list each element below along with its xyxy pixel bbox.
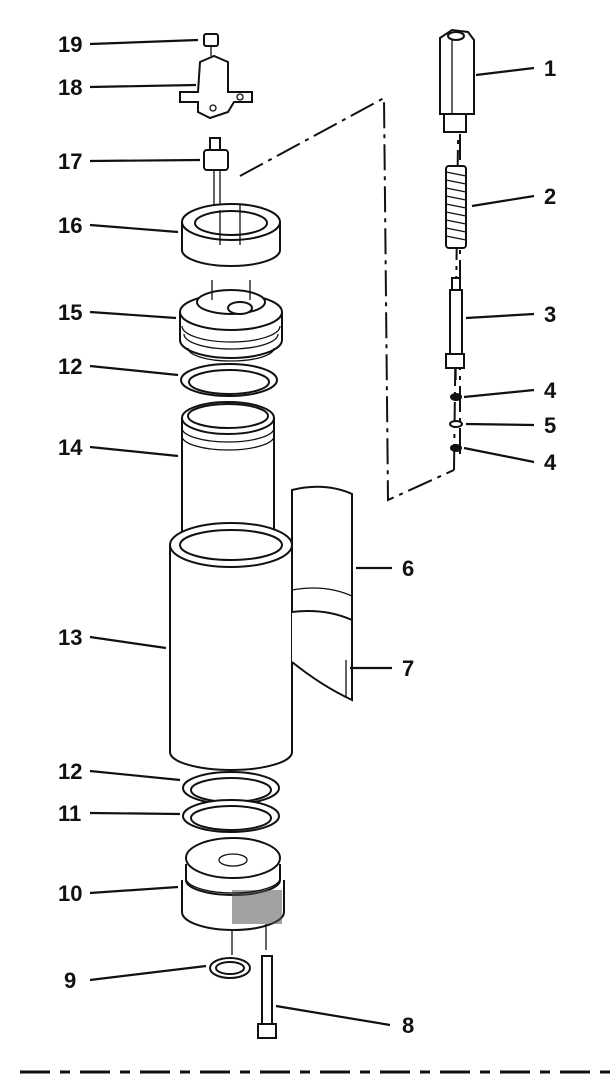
label-17: 17: [58, 149, 82, 174]
part-14-sleeve: [181, 401, 275, 550]
label-11: 11: [58, 801, 81, 826]
label-3: 3: [544, 302, 556, 327]
part-18-bracket: [179, 54, 253, 120]
leader-lines: [89, 38, 535, 1027]
part-12-lower-oring: [182, 771, 280, 805]
label-1: 1: [544, 56, 556, 81]
label-7: 7: [402, 656, 414, 681]
part-5-washer: [449, 420, 463, 428]
label-8: 8: [402, 1013, 414, 1038]
part-8-bolt: [257, 924, 277, 1039]
label-13: 13: [58, 625, 82, 650]
part-7-sheet: [291, 610, 353, 702]
part-3-rod: [445, 277, 465, 380]
part-6-sheet: [291, 485, 353, 632]
label-5: 5: [544, 413, 556, 438]
label-4-lower: 4: [544, 450, 557, 475]
part-11-oring: [182, 799, 280, 833]
label-4-upper: 4: [544, 378, 557, 403]
label-9: 9: [64, 968, 76, 993]
part-10-end-cap: [181, 837, 285, 931]
part-19-screw: [203, 33, 219, 56]
label-15: 15: [58, 300, 82, 325]
label-14: 14: [58, 435, 83, 460]
label-16: 16: [58, 213, 82, 238]
label-2: 2: [544, 184, 556, 209]
label-18: 18: [58, 75, 82, 100]
part-4-upper-washer: [450, 393, 462, 401]
label-19: 19: [58, 32, 82, 57]
part-12-upper-oring: [180, 363, 278, 397]
label-6: 6: [402, 556, 414, 581]
part-13-cylinder: [169, 522, 293, 771]
label-12-lower: 12: [58, 759, 82, 784]
part-2-spring: [445, 165, 467, 249]
label-10: 10: [58, 881, 82, 906]
part-16-ring: [181, 203, 281, 267]
part-15-piston: [179, 280, 283, 362]
part-17-valve: [203, 137, 229, 210]
part-4-lower-washer: [450, 444, 462, 452]
label-12-upper: 12: [58, 354, 82, 379]
part-1-hex-fitting: [439, 28, 475, 133]
part-9-small-oring: [209, 930, 251, 979]
